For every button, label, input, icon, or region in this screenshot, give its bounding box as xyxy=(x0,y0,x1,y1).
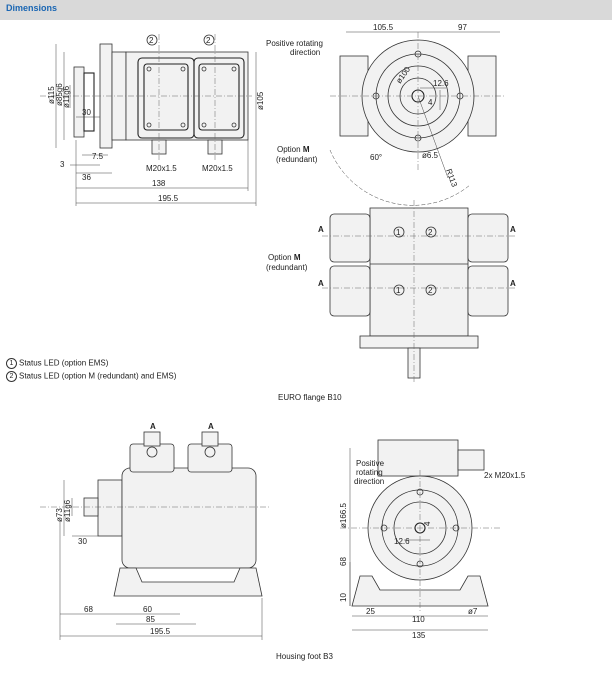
circled-2-c: 2 xyxy=(428,228,433,237)
thread-m20-a: M20x1.5 xyxy=(146,164,177,173)
dim-97: 97 xyxy=(458,23,467,32)
dim-138: 138 xyxy=(152,179,166,188)
dim-30b: 30 xyxy=(78,537,87,546)
section-a-6: A xyxy=(208,422,214,431)
label-option-b: Option M xyxy=(268,253,301,262)
label-redundant-b: (redundant) xyxy=(266,263,308,272)
dim-25: 25 xyxy=(366,607,375,616)
circled-2-b: 2 xyxy=(206,36,211,45)
section-a-1: A xyxy=(318,225,324,234)
label-redundant-a: (redundant) xyxy=(276,155,318,164)
top-view-redundant xyxy=(322,200,516,384)
caption-euro-flange: EURO flange B10 xyxy=(278,393,342,402)
label-option-a: Option M xyxy=(277,145,310,154)
section-a-5: A xyxy=(150,422,156,431)
dim-60deg: 60° xyxy=(370,153,382,162)
dim-d7: ø7 xyxy=(468,607,478,616)
dim-10: 10 xyxy=(339,593,348,602)
dim-d11b: ø11g6 xyxy=(63,499,72,522)
dim-36: 36 xyxy=(82,173,91,182)
dim-d6-5: ø6.5 xyxy=(422,151,439,160)
dim-85: 85 xyxy=(146,615,155,624)
dim-3: 3 xyxy=(60,160,65,169)
section-a-3: A xyxy=(318,279,324,288)
legend-text: Status LED (option EMS) xyxy=(19,358,109,368)
front-view-foot xyxy=(340,439,500,631)
legend-number: 1 xyxy=(6,358,17,369)
dim-30: 30 xyxy=(82,108,91,117)
circled-1-c: 1 xyxy=(396,228,401,237)
dim-195-5b: 195.5 xyxy=(150,627,171,636)
dim-4: 4 xyxy=(428,98,433,107)
dim-d11: ø11g6 xyxy=(62,85,71,108)
label-direction: direction xyxy=(290,48,320,57)
legend-number: 2 xyxy=(6,371,17,382)
side-view-flange xyxy=(40,34,257,206)
dim-68: 68 xyxy=(84,605,93,614)
thread-m20-b: M20x1.5 xyxy=(202,164,233,173)
dim-d85: ø85g6 xyxy=(55,83,64,106)
dim-d166-5: ø166.5 xyxy=(339,503,348,528)
dim-r113: R113 xyxy=(444,168,459,189)
section-a-2: A xyxy=(510,225,516,234)
caption-housing-foot: Housing foot B3 xyxy=(276,652,333,661)
label-positive-rotating: Positive rotating xyxy=(266,39,323,48)
dim-12-6: 12.6 xyxy=(433,79,449,88)
dim-110: 110 xyxy=(412,615,425,624)
circled-2-d: 2 xyxy=(428,286,433,295)
dim-105-5: 105.5 xyxy=(373,23,394,32)
label-direction-b: direction xyxy=(354,477,384,486)
dim-4b: 4 xyxy=(423,521,432,526)
circled-2-a: 2 xyxy=(149,36,154,45)
circled-1-d: 1 xyxy=(396,286,401,295)
dim-7-5: 7.5 xyxy=(92,152,104,161)
front-view-flange xyxy=(329,31,506,206)
section-a-4: A xyxy=(510,279,516,288)
label-rotating: rotating xyxy=(356,468,383,477)
dim-60: 60 xyxy=(143,605,152,614)
legend-text: Status LED (option M (redundant) and EMS… xyxy=(19,371,177,381)
thread-m20-2x: 2x M20x1.5 xyxy=(484,471,526,480)
section-header: Dimensions xyxy=(0,0,612,20)
dim-12-6b: 12.6 xyxy=(394,537,410,546)
dim-195-5: 195.5 xyxy=(158,194,179,203)
dim-d73: ø73 xyxy=(55,508,64,522)
side-view-foot xyxy=(40,431,270,640)
section-title: Dimensions xyxy=(6,3,58,13)
dim-68b: 68 xyxy=(339,557,348,566)
label-positive: Positive xyxy=(356,459,385,468)
dim-d105: ø105 xyxy=(256,91,265,110)
dim-135: 135 xyxy=(412,631,426,640)
dim-d115: ø115 xyxy=(47,86,56,104)
